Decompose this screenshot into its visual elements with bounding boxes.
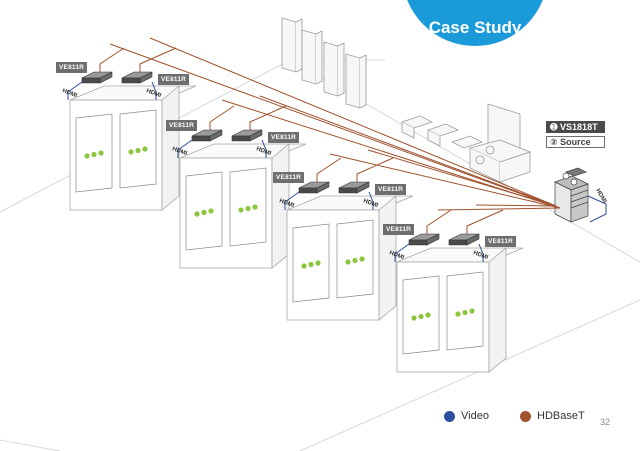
hdbaset-drop — [426, 209, 452, 236]
hdbaset-drop — [356, 157, 394, 184]
ve811r-receiver: HDMI — [61, 71, 113, 100]
hdbaset-trunk — [437, 207, 561, 211]
screen-graphic-dot — [425, 312, 431, 318]
video-cable — [478, 243, 484, 262]
screen-graphic-dot — [201, 209, 207, 216]
screen-graphic-dot — [208, 208, 214, 214]
legend-item-hdbaset: HDBaseT — [520, 410, 585, 422]
screen-graphic-dot — [418, 313, 424, 320]
ve811r-receiver: HDMI — [121, 71, 162, 100]
screen-graphic-dot — [301, 263, 307, 269]
hdmi-label: HDMI — [388, 250, 405, 261]
kiosk-column — [69, 85, 197, 211]
vs1818t-label: ➊ VS1818T — [546, 121, 605, 133]
legend-dot-hdbaset — [520, 410, 531, 422]
video-cable — [284, 191, 300, 210]
screen-graphic-dot — [345, 259, 351, 265]
ve811r-label: VE811R — [273, 172, 305, 183]
vs1818t-switch — [554, 167, 589, 223]
reception-desk — [468, 103, 532, 183]
hdbaset-trunk — [109, 43, 561, 209]
ve811r-label: VE811R — [158, 74, 190, 85]
hdmi-label: HDMI — [472, 250, 489, 261]
page-number: 32 — [600, 417, 611, 427]
legend-item-video: Video — [444, 410, 489, 422]
kiosk-columns — [69, 85, 524, 373]
screen-graphic-dot — [91, 151, 97, 158]
screen-graphic-dot — [84, 153, 90, 159]
hdbaset-trunk — [149, 37, 557, 207]
hdmi-label: HDMI — [61, 88, 78, 99]
ve811r-receiver: HDMI — [388, 233, 440, 262]
hdmi-label: HDMI — [278, 198, 295, 209]
video-cable — [368, 191, 374, 210]
ve811r-receiver: HDMI — [171, 129, 223, 158]
hdmi-label: HDMI — [255, 146, 272, 157]
ve811r-receiver: HDMI — [231, 129, 272, 158]
hdmi-label: HDMI — [171, 146, 188, 157]
video-cable — [394, 243, 410, 262]
screen-graphic-dot — [455, 311, 461, 317]
screen-graphic-dot — [128, 149, 134, 155]
ve811r-receiver: HDMI — [338, 181, 379, 210]
kiosk-column — [396, 247, 524, 373]
hdbaset-drop — [209, 105, 235, 132]
screen-graphic-dot — [238, 207, 244, 213]
ve811r-label: VE811R — [268, 132, 300, 143]
ve811r-label: VE811R — [375, 184, 407, 195]
ticket-machines — [281, 17, 367, 109]
source-video-cable — [587, 195, 607, 223]
source-label: ② Source — [546, 136, 605, 148]
ve811r-label: VE811R — [485, 236, 517, 247]
screen-graphic-dot — [352, 257, 358, 264]
hdbaset-drop — [139, 47, 177, 74]
screen-graphic-dot — [411, 315, 417, 321]
screen-graphic-dot — [469, 308, 475, 314]
video-cable — [177, 139, 193, 158]
lounge-furniture — [400, 115, 484, 149]
screen-graphic-dot — [142, 146, 148, 152]
hdbaset-drop — [99, 47, 125, 74]
hdbaset-trunk — [259, 95, 557, 207]
ve811r-label: VE811R — [56, 62, 88, 73]
screen-graphic-dot — [462, 309, 468, 316]
screen-graphic-dot — [308, 261, 314, 268]
hdmi-label: HDMI — [362, 198, 379, 209]
screen-graphic-dot — [194, 211, 200, 217]
screen-graphic-dot — [315, 260, 321, 266]
hdbaset-trunk — [329, 153, 561, 209]
ve811r-label: VE811R — [166, 120, 198, 131]
kiosk-column — [179, 143, 307, 269]
hdbaset-drop — [466, 209, 504, 236]
legend-label-hdbaset: HDBaseT — [537, 410, 585, 422]
hdmi-label: HDMI — [594, 188, 607, 205]
video-cable — [261, 139, 267, 158]
screen-graphic-dot — [135, 147, 141, 154]
hdbaset-trunk — [475, 204, 557, 207]
ve811r-label: VE811R — [383, 224, 415, 235]
hdbaset-drop — [249, 105, 287, 132]
video-cable — [67, 81, 83, 100]
hdmi-label: HDMI — [145, 88, 162, 99]
legend-label-video: Video — [461, 410, 489, 422]
screen-graphic-dot — [359, 256, 365, 262]
ve811r-receiver: HDMI — [278, 181, 330, 210]
kiosk-column — [286, 195, 414, 321]
video-cable — [151, 81, 157, 100]
screen-graphic-dot — [98, 150, 104, 156]
ve811r-receiver: HDMI — [448, 233, 489, 262]
legend-dot-video — [444, 410, 455, 422]
page-title: Case Study — [428, 18, 522, 37]
hdbaset-cables — [99, 37, 561, 236]
receiver-units: HDMI HDMI HDMI HDMI HDMI HDMI HDMI HDMI HDMI — [61, 71, 607, 262]
hdbaset-drop — [316, 157, 342, 184]
hdbaset-trunk — [221, 99, 561, 209]
screen-graphic-dot — [252, 204, 258, 210]
screen-graphic-dot — [245, 205, 251, 212]
